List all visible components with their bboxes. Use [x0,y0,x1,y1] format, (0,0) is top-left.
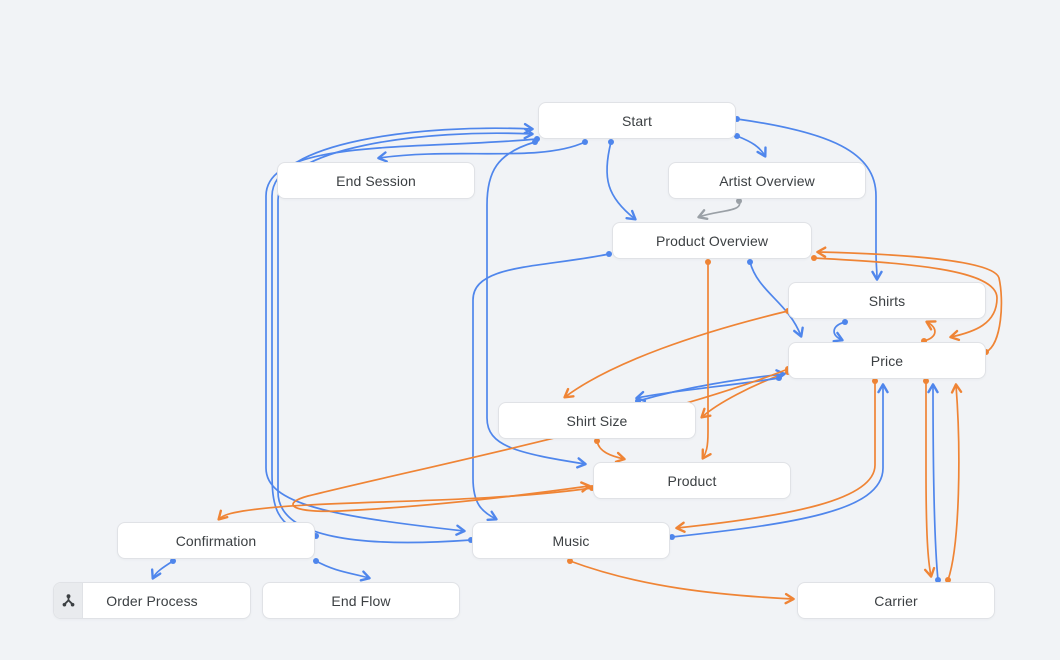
edge-product_overview-product[interactable] [701,262,712,460]
edge-start-product[interactable] [486,141,587,469]
node-label-confirmation: Confirmation [175,532,257,549]
edge-shirts-shirt_size[interactable] [563,310,789,399]
edge-product-confirmation[interactable] [217,487,593,521]
node-label-end_session: End Session [336,172,416,189]
workflow-icon [54,583,83,618]
edge-artist_overview-product_overview[interactable] [697,200,741,220]
node-label-shirt_size: Shirt Size [566,412,628,429]
node-label-product_overview: Product Overview [655,232,769,249]
node-end_flow[interactable]: End Flow [262,582,460,619]
edge-price-music[interactable] [675,381,876,533]
node-price[interactable]: Price [788,342,986,379]
edge-price-shirts[interactable] [923,320,937,342]
edge-music-carrier[interactable] [569,560,795,605]
node-music[interactable]: Music [472,522,670,559]
node-label-start: Start [621,112,653,129]
edge-confirmation-order_process[interactable] [150,560,174,580]
edge-product_overview-price[interactable] [749,261,804,338]
edge-start-shirts[interactable] [736,118,883,281]
node-label-price: Price [870,352,904,369]
edge-shirts-price[interactable] [832,321,846,343]
node-artist_overview[interactable]: Artist Overview [668,162,866,199]
node-start[interactable]: Start [538,102,736,139]
edge-confirmation-end_flow[interactable] [315,560,371,582]
edge-start-product_overview[interactable] [606,141,637,221]
node-label-artist_overview: Artist Overview [719,172,815,189]
node-label-shirts: Shirts [868,292,906,309]
node-product_overview[interactable]: Product Overview [612,222,812,259]
edge-carrier-price-blue[interactable] [927,383,939,581]
edge-product_overview-price-loop[interactable] [813,257,998,342]
edge-product_overview-music[interactable] [472,253,610,522]
edge-music-price[interactable] [671,383,889,538]
edge-price-carrier[interactable] [923,381,936,578]
edge-carrier-price-orange[interactable] [947,383,963,581]
node-shirts[interactable]: Shirts [788,282,986,319]
node-end_session[interactable]: End Session [277,162,475,199]
node-confirmation[interactable]: Confirmation [117,522,315,559]
edge-start-music[interactable] [265,138,538,536]
node-product[interactable]: Product [593,462,791,499]
node-label-end_flow: End Flow [331,592,391,609]
node-label-carrier: Carrier [874,592,918,609]
edge-shirt_size-product[interactable] [596,440,626,463]
edge-start-end_session[interactable] [377,141,586,163]
node-shirt_size[interactable]: Shirt Size [498,402,696,439]
edge-start-artist_overview[interactable] [736,135,767,158]
node-label-order_process: Order Process [106,592,198,609]
node-carrier[interactable]: Carrier [797,582,995,619]
node-label-product: Product [667,472,717,489]
node-order_process[interactable]: Order Process [53,582,251,619]
edge-price-product_overview-loop[interactable] [816,246,1003,353]
edge-price-shirt_size-top[interactable] [635,377,780,403]
node-label-music: Music [552,532,590,549]
edge-music-start[interactable] [277,127,534,544]
